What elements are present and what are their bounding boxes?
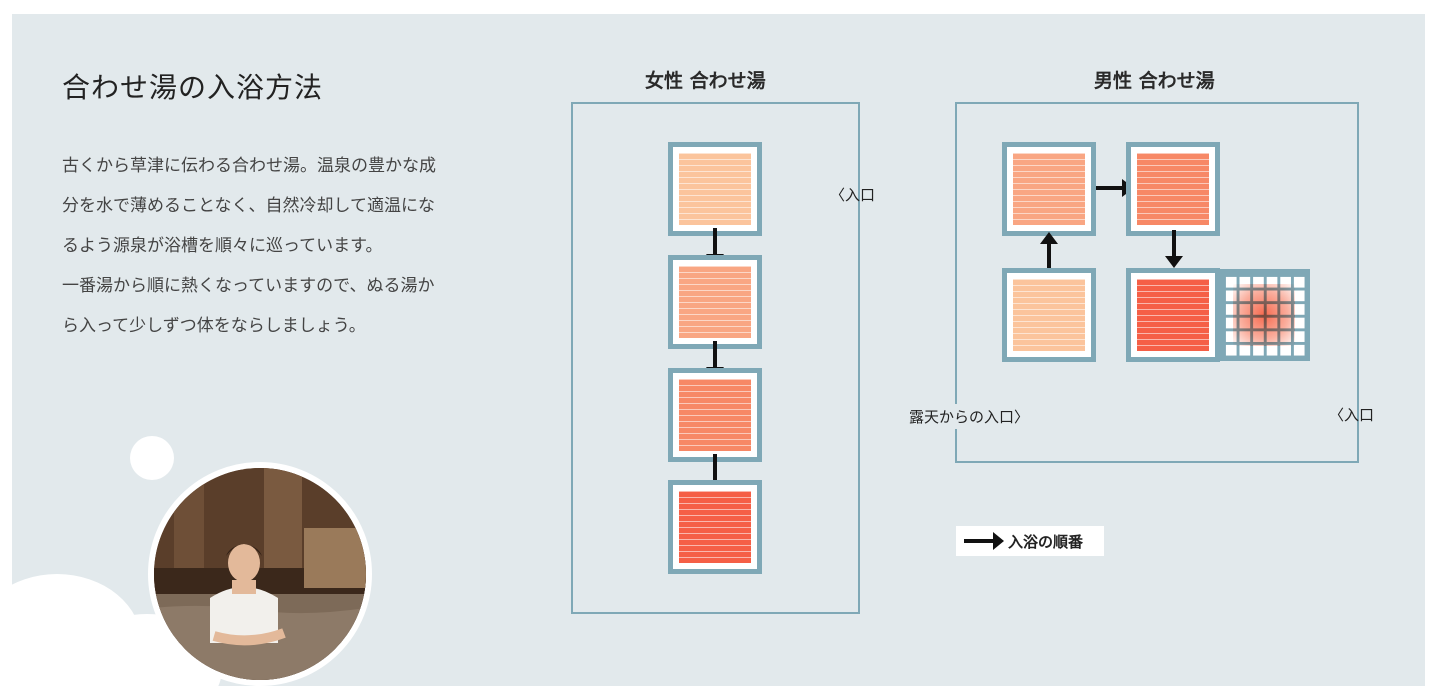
men-tub-1 [1002, 142, 1096, 236]
women-bath-room [571, 102, 860, 614]
men-tub-3 [1002, 268, 1096, 362]
tub-water [679, 491, 751, 563]
bath-order-arrow [706, 341, 724, 379]
tub-water [1137, 279, 1209, 351]
content-panel: 合わせ湯の入浴方法 古くから草津に伝わる合わせ湯。温泉の豊かな成分を水で薄めるこ… [12, 14, 1425, 686]
bathing-photo-illustration [154, 468, 366, 680]
women-tub-2 [668, 255, 762, 349]
bath-order-arrow [1165, 230, 1183, 268]
description-paragraph: 一番湯から順に熱くなっていますので、ぬる湯から入って少しずつ体をならしましょう。 [62, 276, 435, 336]
tub-water [1013, 279, 1085, 351]
bath-order-arrow [1040, 232, 1058, 270]
men-bath-room [955, 102, 1359, 463]
bubble-decoration [130, 436, 174, 480]
tub-water [679, 266, 751, 338]
bath-order-arrow [1096, 179, 1134, 197]
legend-label: 入浴の順番 [1008, 532, 1084, 551]
men-outdoor-entrance-label: 露天からの入口〉 [907, 404, 1032, 429]
description-paragraph: 古くから草津に伝わる合わせ湯。温泉の豊かな成分を水で薄めることなく、自然冷却して… [62, 156, 436, 256]
women-diagram-title: 女性 合わせ湯 [645, 70, 766, 92]
legend: 入浴の順番 [956, 526, 1104, 556]
legend-arrow-icon [964, 532, 1004, 550]
men-diagram-title: 男性 合わせ湯 [1094, 70, 1215, 92]
women-tub-4 [668, 480, 762, 574]
men-entrance-label: 〈入口 [1329, 406, 1375, 424]
men-tub-2 [1126, 142, 1220, 236]
tub-water [679, 153, 751, 225]
tub-water [1137, 153, 1209, 225]
women-tub-3 [668, 368, 762, 462]
description: 古くから草津に伝わる合わせ湯。温泉の豊かな成分を水で薄めることなく、自然冷却して… [62, 146, 442, 346]
women-tub-1 [668, 142, 762, 236]
page-title: 合わせ湯の入浴方法 [62, 71, 324, 104]
men-tub-4 [1126, 268, 1220, 362]
tub-water [679, 379, 751, 451]
bathing-photo [148, 462, 372, 686]
bath-order-arrow [706, 228, 724, 266]
women-entrance-label: 〈入口 [830, 186, 876, 204]
grated-tub-heat [1233, 284, 1295, 346]
men-grated-tub [1218, 269, 1310, 361]
tub-water [1013, 153, 1085, 225]
bath-order-arrow [706, 454, 724, 492]
